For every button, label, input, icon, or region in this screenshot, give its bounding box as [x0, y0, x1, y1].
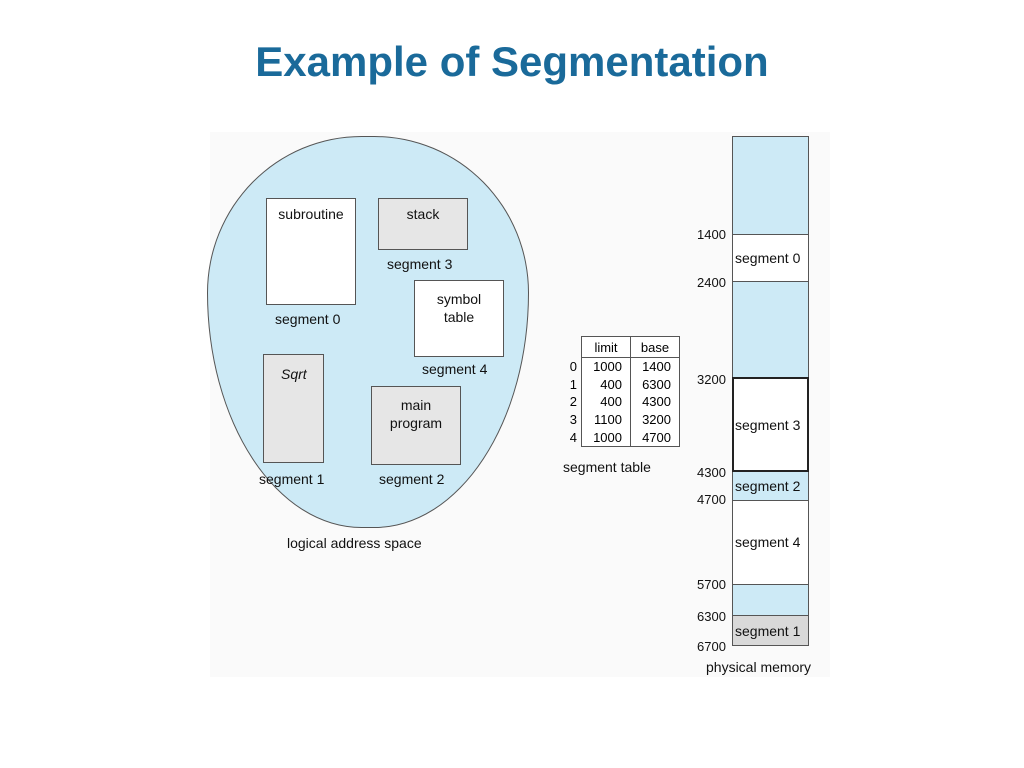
segment-4-label: segment 4 [422, 361, 488, 377]
memory-divider [732, 281, 809, 282]
table-row: 3 1100 3200 [566, 410, 680, 429]
segment-3-label: segment 3 [387, 256, 453, 272]
memory-segment-3 [732, 377, 809, 472]
physical-segment-2-label: segment 2 [735, 478, 801, 494]
memory-segment-0 [732, 234, 809, 281]
memory-divider [732, 584, 809, 585]
memory-free-block [732, 584, 809, 615]
limit-cell: 1100 [581, 410, 631, 429]
segment-table: limit base 0 1000 1400 1 400 6300 2 400 … [566, 336, 680, 447]
physical-segment-3-label: segment 3 [735, 416, 801, 433]
table-label: table [443, 309, 475, 325]
sqrt-box: Sqrt [263, 354, 324, 463]
segment-index: 3 [569, 412, 577, 428]
limit-cell: 1000 [581, 428, 631, 447]
memory-free-block [732, 281, 809, 377]
table-row: 4 1000 4700 [566, 428, 680, 447]
limit-cell: 1000 [581, 357, 631, 376]
subroutine-box: subroutine [266, 198, 356, 305]
address-label: 1400 [697, 227, 726, 242]
sqrt-label: Sqrt [281, 366, 307, 382]
address-label: 6700 [697, 639, 726, 654]
program-label: program [389, 415, 443, 431]
segment-0-label: segment 0 [275, 311, 341, 327]
address-label: 3200 [697, 372, 726, 387]
subroutine-label: subroutine [278, 206, 344, 222]
memory-divider [732, 234, 809, 235]
segment-index: 4 [569, 429, 577, 445]
address-label: 4300 [697, 465, 726, 480]
symbol-label: symbol [436, 291, 482, 307]
memory-divider [732, 500, 809, 501]
base-cell: 4300 [630, 393, 680, 411]
table-row: 0 1000 1400 [566, 357, 680, 376]
segment-index: 2 [569, 394, 577, 410]
address-label: 4700 [697, 492, 726, 507]
stack-label: stack [406, 206, 440, 222]
limit-cell: 400 [581, 393, 631, 411]
main-program-box: main program [371, 386, 461, 465]
base-cell: 6300 [630, 375, 680, 394]
physical-segment-0-label: segment 0 [735, 249, 801, 266]
table-row: 2 400 4300 [566, 393, 680, 411]
segment-1-label: segment 1 [259, 471, 325, 487]
main-label: main [400, 397, 432, 413]
physical-segment-4-label: segment 4 [735, 534, 801, 550]
limit-header: limit [581, 336, 631, 358]
symbol-table-box: symbol table [414, 280, 504, 357]
memory-segment-1 [732, 615, 809, 646]
segment-table-caption: segment table [563, 459, 651, 475]
table-row: 1 400 6300 [566, 375, 680, 394]
base-cell: 4700 [630, 428, 680, 447]
physical-segment-1-label: segment 1 [735, 622, 801, 639]
memory-divider [732, 615, 809, 616]
segment-2-label: segment 2 [379, 471, 445, 487]
logical-address-space-caption: logical address space [287, 535, 422, 551]
address-label: 5700 [697, 577, 726, 592]
address-label: 6300 [697, 609, 726, 624]
segment-index: 1 [569, 376, 577, 392]
memory-segment-4 [732, 500, 809, 584]
base-cell: 1400 [630, 357, 680, 376]
memory-segment-2 [732, 472, 809, 500]
stack-box: stack [378, 198, 468, 250]
page-title: Example of Segmentation [255, 38, 769, 85]
physical-memory-caption: physical memory [706, 659, 812, 675]
address-label: 2400 [697, 275, 726, 290]
base-header: base [630, 336, 680, 358]
segment-index: 0 [569, 359, 577, 375]
base-cell: 3200 [630, 410, 680, 429]
limit-cell: 400 [581, 375, 631, 394]
memory-free-block [732, 136, 809, 234]
